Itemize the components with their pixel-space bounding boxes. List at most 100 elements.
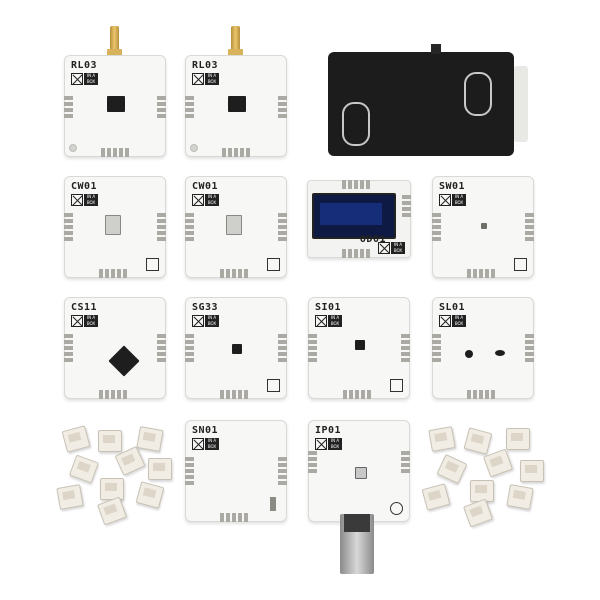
board-label: SW01 bbox=[439, 181, 466, 192]
pin-row bbox=[157, 213, 166, 241]
board-label: RL03 bbox=[192, 60, 219, 71]
connector bbox=[136, 426, 164, 452]
pin-row bbox=[467, 269, 495, 278]
gps-antenna bbox=[270, 497, 276, 511]
connector bbox=[506, 484, 534, 510]
battery-spring bbox=[342, 102, 370, 146]
sensor-chip bbox=[481, 223, 487, 229]
mounting-hole bbox=[190, 144, 198, 152]
pin-row bbox=[342, 249, 370, 258]
eye-icon bbox=[495, 350, 505, 356]
chip bbox=[228, 96, 246, 112]
pin-row bbox=[525, 213, 534, 241]
battery-board-edge bbox=[514, 66, 528, 142]
pin-row bbox=[157, 334, 166, 362]
connector bbox=[462, 498, 494, 528]
connector bbox=[506, 428, 530, 450]
pin-row bbox=[64, 334, 73, 362]
pin-row bbox=[278, 96, 287, 118]
rgb-led bbox=[355, 467, 367, 479]
pin-row bbox=[278, 457, 287, 485]
pin-row bbox=[185, 96, 194, 118]
pin-row bbox=[308, 451, 317, 473]
pin-row bbox=[185, 334, 194, 362]
board-label: SN01 bbox=[192, 425, 219, 436]
pin-row bbox=[342, 180, 370, 189]
pin-row bbox=[222, 148, 250, 157]
antenna-connector bbox=[107, 26, 122, 62]
connector bbox=[135, 481, 165, 509]
pin-row bbox=[432, 334, 441, 362]
board-label: OD01 bbox=[359, 234, 386, 245]
battery-spring bbox=[464, 72, 492, 116]
gas-icon bbox=[267, 379, 280, 392]
connector bbox=[482, 448, 514, 478]
power-icon bbox=[390, 502, 403, 515]
connector bbox=[436, 453, 468, 485]
wifi-icon bbox=[267, 258, 280, 271]
pin-row bbox=[402, 195, 411, 217]
board-label: IP01 bbox=[315, 425, 342, 436]
board-label: RL03 bbox=[71, 60, 98, 71]
connector bbox=[100, 478, 124, 500]
pin-row bbox=[220, 390, 248, 399]
pin-row bbox=[278, 334, 287, 362]
connector bbox=[68, 454, 100, 484]
board-label: SI01 bbox=[315, 302, 342, 313]
connector bbox=[148, 458, 172, 480]
pin-row bbox=[432, 213, 441, 241]
board-label: CW01 bbox=[71, 181, 98, 192]
wifi-module bbox=[226, 215, 242, 235]
connector bbox=[428, 426, 456, 452]
pin-row bbox=[278, 213, 287, 241]
pin-row bbox=[157, 96, 166, 118]
pin-row bbox=[343, 390, 371, 399]
board-label: CW01 bbox=[192, 181, 219, 192]
connector bbox=[56, 484, 84, 510]
imu-chip bbox=[355, 340, 365, 350]
radiation-icon bbox=[465, 350, 473, 358]
usb-connector bbox=[340, 514, 374, 574]
power-switch bbox=[431, 44, 441, 54]
pin-row bbox=[101, 148, 129, 157]
pin-row bbox=[401, 451, 410, 473]
oled-display bbox=[312, 193, 396, 239]
weather-icon bbox=[514, 258, 527, 271]
pin-row bbox=[185, 213, 194, 241]
pin-row bbox=[185, 457, 194, 485]
pin-row bbox=[308, 334, 317, 362]
pin-row bbox=[525, 334, 534, 362]
connector bbox=[520, 460, 544, 482]
pin-row bbox=[64, 213, 73, 241]
mounting-hole bbox=[69, 144, 77, 152]
battery-holder bbox=[328, 44, 528, 156]
motion-icon bbox=[390, 379, 403, 392]
connector bbox=[463, 427, 493, 455]
pin-row bbox=[220, 513, 248, 522]
pin-row bbox=[99, 390, 127, 399]
wifi-icon bbox=[146, 258, 159, 271]
connector bbox=[61, 425, 91, 453]
pin-row bbox=[401, 334, 410, 362]
pin-row bbox=[220, 269, 248, 278]
